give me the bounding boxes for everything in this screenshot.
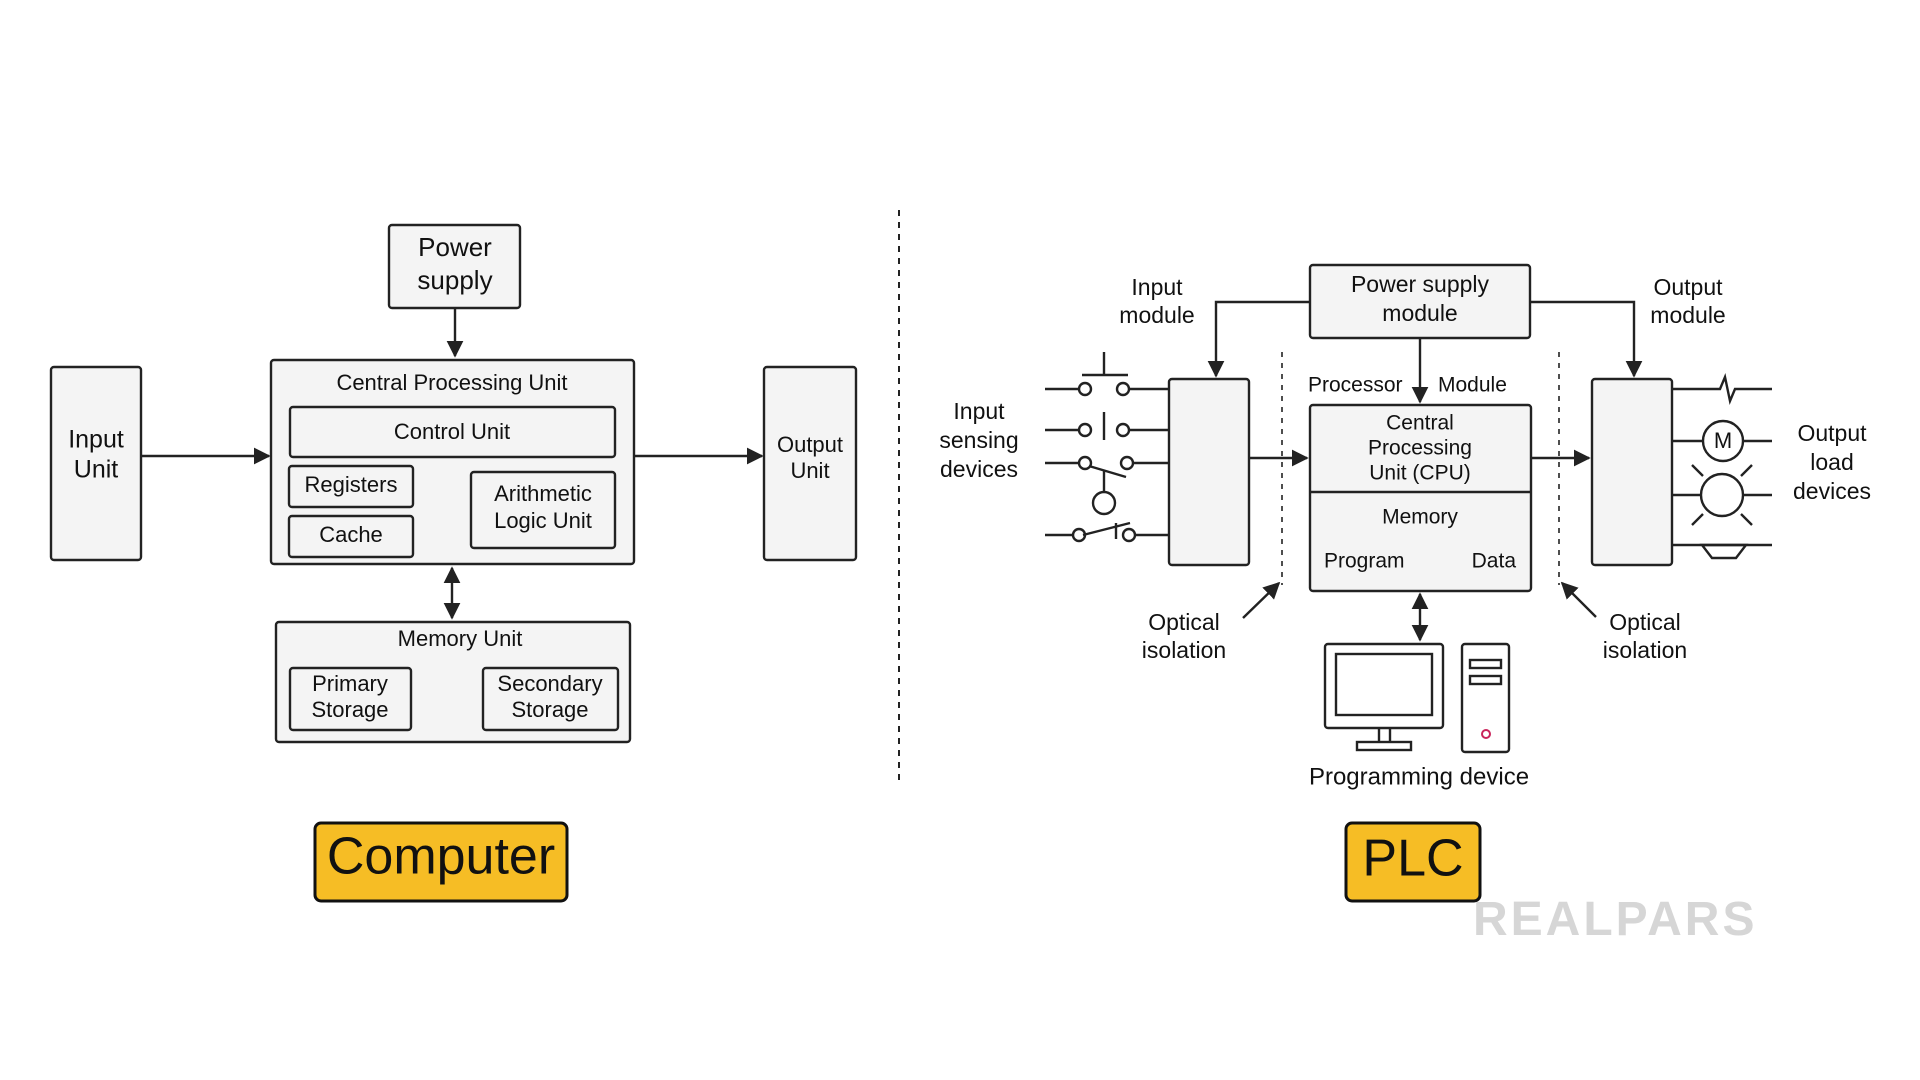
float-switch-symbol	[1045, 455, 1169, 516]
alu-label-line1: Arithmetic	[494, 481, 592, 506]
lamp-symbol	[1672, 464, 1772, 526]
output-unit-box: Output Unit	[762, 365, 858, 562]
output-unit-label-line1: Output	[777, 432, 843, 457]
registers-box	[287, 464, 415, 509]
computer-diagram: Power supply Input Unit Central Processi…	[49, 223, 858, 903]
right-isolation-pointer	[1560, 581, 1597, 618]
memory-unit-title: Memory Unit	[398, 626, 523, 651]
cache-box	[287, 514, 415, 559]
registers-label: Registers	[305, 472, 398, 497]
secondary-storage-line1: Secondary	[497, 671, 602, 696]
input-devices-line1: Input	[953, 398, 1005, 424]
cpu-label-line3: Unit (CPU)	[1369, 462, 1471, 485]
heater-symbol	[1672, 372, 1772, 406]
output-devices-line3: devices	[1793, 478, 1871, 504]
power-supply-module-box: Power supply module	[1308, 263, 1532, 340]
left-isolation-line2: isolation	[1142, 637, 1226, 663]
memory-unit-box: Memory Unit Primary Storage Secondary St…	[274, 620, 632, 744]
plc-diagram: Power supply module Input module Output …	[939, 263, 1871, 946]
plc-badge-label: PLC	[1362, 830, 1463, 888]
right-isolation-line1: Optical	[1609, 609, 1681, 635]
output-device-symbols: M	[1672, 372, 1772, 560]
power-to-output-module-line	[1530, 300, 1643, 378]
programming-device-icon	[1323, 642, 1511, 754]
data-label: Data	[1472, 550, 1517, 573]
output-unit-label-line2: Unit	[790, 458, 829, 483]
monitor-icon	[1323, 642, 1445, 752]
program-label: Program	[1324, 550, 1405, 573]
primary-storage-line1: Primary	[312, 671, 388, 696]
output-devices-line2: load	[1810, 449, 1853, 475]
input-unit-box: Input Unit	[49, 365, 143, 562]
input-device-symbols	[1045, 352, 1169, 543]
right-isolation-line2: isolation	[1603, 637, 1687, 663]
input-unit-label-line2: Unit	[74, 456, 119, 484]
plc-badge: PLC	[1344, 821, 1482, 903]
power-supply-module-line1: Power supply	[1351, 271, 1490, 297]
motor-symbol: M	[1672, 419, 1772, 463]
input-module-label-line2: module	[1119, 302, 1194, 328]
secondary-storage-box	[481, 666, 620, 732]
processor-module-box: Central Processing Unit (CPU) Memory Pro…	[1308, 403, 1533, 593]
input-module-box	[1167, 377, 1251, 567]
power-supply-label-line1: Power	[418, 232, 492, 262]
control-unit-box	[288, 405, 617, 459]
processor-label: Processor	[1308, 374, 1403, 397]
motor-label: M	[1714, 428, 1732, 453]
input-devices-line3: devices	[940, 456, 1018, 482]
cache-label: Cache	[319, 522, 383, 547]
alu-box	[469, 470, 617, 550]
output-devices-line1: Output	[1797, 420, 1867, 446]
limit-switch-symbol	[1045, 412, 1169, 440]
cpu-title: Central Processing Unit	[336, 370, 567, 395]
input-devices-line2: sensing	[939, 427, 1018, 453]
nc-contact-symbol	[1045, 521, 1169, 543]
power-to-input-module-line	[1207, 300, 1310, 378]
primary-storage-box	[288, 666, 413, 732]
module-label: Module	[1438, 374, 1507, 397]
secondary-storage-line2: Storage	[511, 697, 588, 722]
cpu-box: Central Processing Unit Control Unit Reg…	[269, 358, 636, 566]
programming-device-label: Programming device	[1309, 763, 1529, 790]
horn-symbol	[1672, 543, 1772, 560]
output-module-label-line2: module	[1650, 302, 1725, 328]
power-supply-label-line2: supply	[417, 265, 492, 295]
left-isolation-line1: Optical	[1148, 609, 1220, 635]
memory-label: Memory	[1382, 506, 1458, 529]
cpu-label-line1: Central	[1386, 412, 1454, 435]
computer-badge-label: Computer	[327, 828, 555, 886]
control-unit-label: Control Unit	[394, 419, 510, 444]
input-module-label-line1: Input	[1131, 274, 1183, 300]
tower-icon	[1460, 642, 1511, 754]
power-supply-module-line2: module	[1382, 300, 1457, 326]
output-module-box	[1590, 377, 1674, 567]
left-isolation-pointer	[1242, 581, 1281, 619]
input-unit-label-line1: Input	[68, 426, 124, 454]
pushbutton-symbol	[1045, 352, 1169, 397]
alu-label-line2: Logic Unit	[494, 508, 592, 533]
computer-badge: Computer	[313, 821, 569, 903]
output-module-label-line1: Output	[1653, 274, 1723, 300]
primary-storage-line2: Storage	[311, 697, 388, 722]
power-supply-box: Power supply	[387, 223, 522, 310]
realpars-logo: REALPARS	[1473, 893, 1757, 946]
cpu-label-line2: Processing	[1368, 437, 1472, 460]
